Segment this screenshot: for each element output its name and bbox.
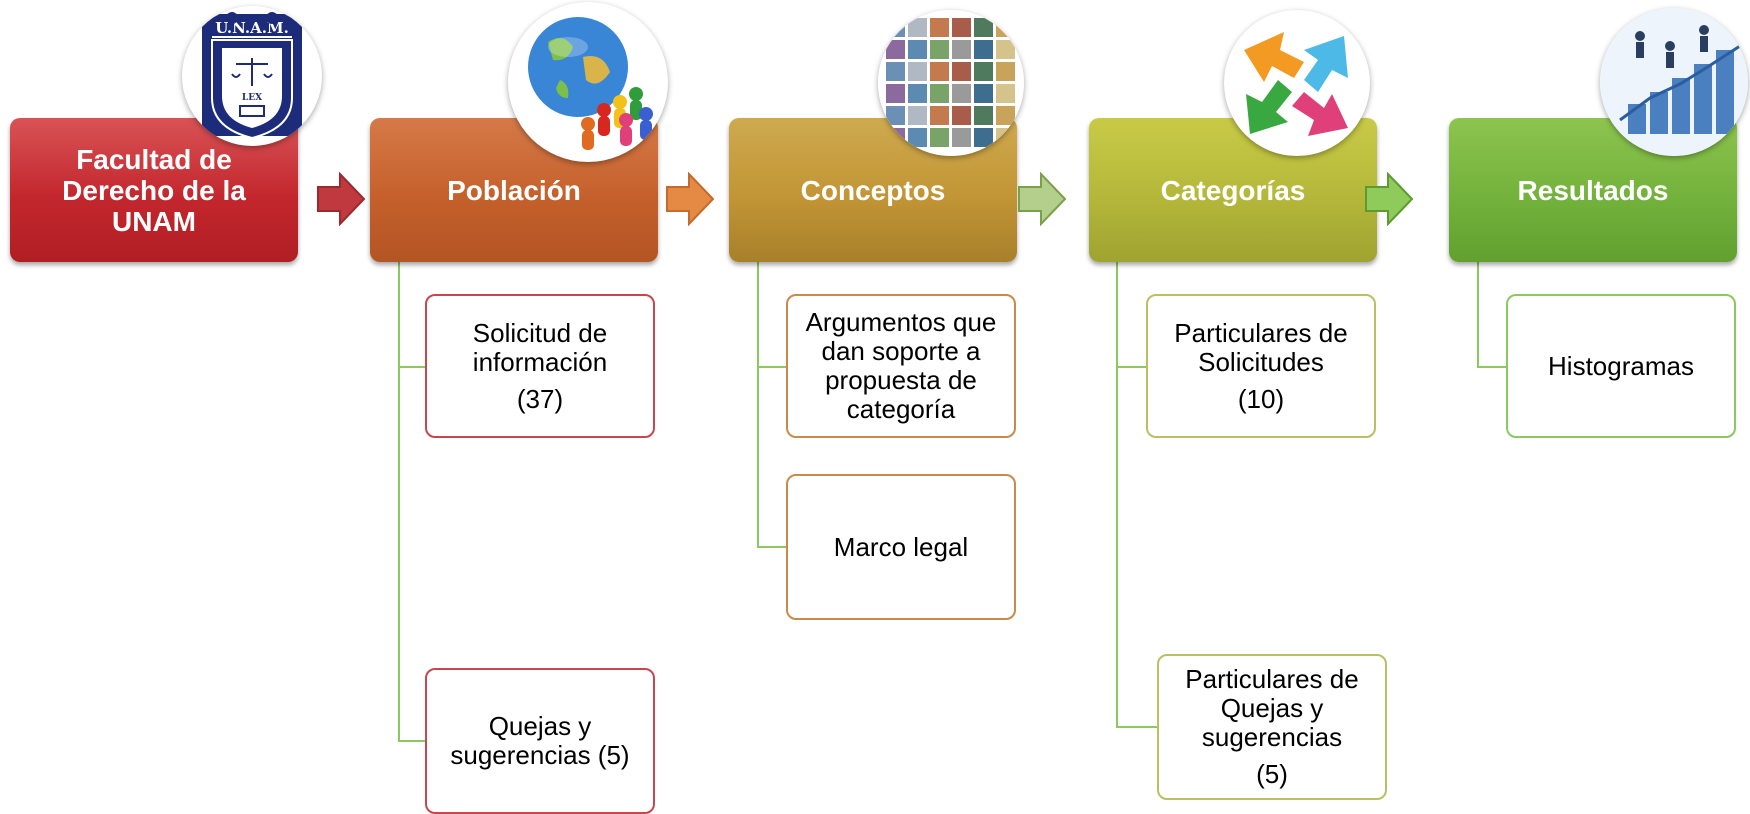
photo-tile: [930, 62, 949, 81]
arrow-right-icon: [1365, 172, 1414, 226]
photo-tile: [886, 18, 905, 37]
stage-resultados-label: Resultados: [1517, 174, 1669, 206]
photo-tile: [930, 106, 949, 125]
connector-conceptos-2: [757, 262, 787, 548]
converging-arrows-icon: [1224, 10, 1370, 156]
photo-tile: [996, 18, 1015, 37]
stage-facultad: Facultad de Derecho de la UNAM: [10, 118, 298, 262]
photo-tile: [886, 128, 905, 147]
business-growth-icon: [1600, 8, 1748, 156]
stage-categorias-label: Categorías: [1160, 174, 1306, 206]
photo-tile: [974, 18, 993, 37]
conceptos-item-argumentos: Argumentos que dan soporte a propuesta d…: [786, 294, 1016, 438]
arrow-right-icon: [666, 172, 715, 226]
photo-tile: [908, 18, 927, 37]
photo-tile: [930, 128, 949, 147]
photo-tile: [996, 40, 1015, 59]
photo-tile: [908, 106, 927, 125]
photo-tile: [952, 106, 971, 125]
photo-tile: [886, 106, 905, 125]
photo-tile: [952, 128, 971, 147]
photo-tile: [930, 18, 949, 37]
photo-tile: [908, 40, 927, 59]
stage-conceptos-label: Conceptos: [800, 174, 946, 206]
photo-tile: [908, 84, 927, 103]
categorias-item-solicitudes: Particulares de Solicitudes (10): [1146, 294, 1376, 438]
photo-tile: [974, 40, 993, 59]
photo-tile: [952, 40, 971, 59]
photo-tile: [930, 40, 949, 59]
photo-tile: [952, 18, 971, 37]
poblacion-item-solicitud: Solicitud de información (37): [425, 294, 655, 438]
arrow-right-icon: [1018, 172, 1067, 226]
photo-tile: [974, 84, 993, 103]
photo-tile: [952, 62, 971, 81]
photo-tile: [974, 106, 993, 125]
arrow-right-icon: [317, 172, 366, 226]
stage-facultad-label: Facultad de Derecho de la UNAM: [62, 143, 246, 237]
svg-text:LEX: LEX: [242, 93, 262, 103]
connector-resultados-1: [1477, 262, 1507, 368]
photo-tile: [886, 62, 905, 81]
unam-law-seal-icon: U.N.A.M. LEX: [182, 6, 322, 146]
photo-tile: [996, 128, 1015, 147]
svg-text:U.N.A.M.: U.N.A.M.: [215, 19, 289, 37]
image-grid-icon: [878, 10, 1024, 156]
photo-tile: [952, 84, 971, 103]
connector-poblacion-2: [398, 262, 426, 742]
resultados-item-histogramas: Histogramas: [1506, 294, 1736, 438]
poblacion-item-quejas: Quejas y sugerencias (5): [425, 668, 655, 814]
photo-tile: [886, 40, 905, 59]
conceptos-item-marco-legal: Marco legal: [786, 474, 1016, 620]
photo-tile: [886, 84, 905, 103]
photo-tile: [996, 106, 1015, 125]
photo-tile: [974, 62, 993, 81]
photo-tile: [908, 62, 927, 81]
categorias-item-quejas: Particulares de Quejas y sugerencias (5): [1157, 654, 1387, 800]
photo-tile: [908, 128, 927, 147]
photo-tile: [996, 62, 1015, 81]
globe-people-icon: [508, 2, 668, 162]
photo-tile: [996, 84, 1015, 103]
connector-categorias-2: [1116, 262, 1158, 728]
stage-poblacion-label: Población: [447, 174, 581, 206]
photo-tile: [974, 128, 993, 147]
photo-tile: [930, 84, 949, 103]
